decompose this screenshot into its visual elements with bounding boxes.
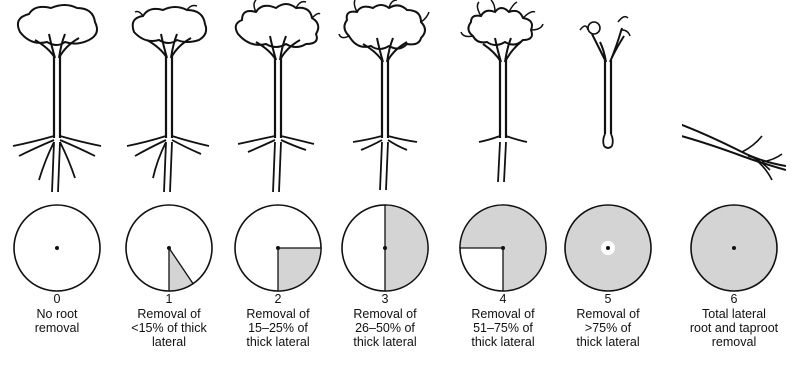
pie-diagram-5 — [563, 203, 653, 293]
stage-number: 4 — [445, 292, 561, 306]
stage-description: Removal of 51–75% of thick lateral — [445, 307, 561, 349]
tree-illustration-0 — [5, 0, 109, 200]
tree-illustration-4 — [451, 0, 555, 200]
stage-description: Removal of >75% of thick lateral — [550, 307, 666, 349]
pie-diagram-1 — [124, 203, 214, 293]
stage-5: 5 Removal of >75% of thick lateral — [556, 0, 660, 368]
stage-number: 2 — [220, 292, 336, 306]
pie-diagram-3 — [340, 203, 430, 293]
tree-illustration-1 — [117, 0, 221, 200]
stage-6: 6 Total lateral root and taproot removal — [682, 0, 786, 368]
pie-diagram-4 — [458, 203, 548, 293]
stage-number: 0 — [0, 292, 115, 306]
stage-0: 0 No root removal — [5, 0, 109, 368]
stage-number: 6 — [676, 292, 792, 306]
stage-description: Total lateral root and taproot removal — [676, 307, 792, 349]
stage-1: 1 Removal of <15% of thick lateral — [117, 0, 221, 368]
tree-illustration-6 — [682, 0, 786, 200]
stage-description: Removal of <15% of thick lateral — [111, 307, 227, 349]
pie-diagram-0 — [12, 203, 102, 293]
stage-number: 1 — [111, 292, 227, 306]
tree-illustration-2 — [226, 0, 330, 200]
stage-description: No root removal — [0, 307, 115, 335]
stage-number: 3 — [327, 292, 443, 306]
stage-4: 4 Removal of 51–75% of thick lateral — [451, 0, 555, 368]
stage-description: Removal of 15–25% of thick lateral — [220, 307, 336, 349]
pie-diagram-2 — [233, 203, 323, 293]
stage-description: Removal of 26–50% of thick lateral — [327, 307, 443, 349]
stage-3: 3 Removal of 26–50% of thick lateral — [333, 0, 437, 368]
stage-number: 5 — [550, 292, 666, 306]
pie-diagram-6 — [689, 203, 779, 293]
tree-illustration-3 — [333, 0, 437, 200]
stage-2: 2 Removal of 15–25% of thick lateral — [226, 0, 330, 368]
tree-illustration-5 — [556, 0, 660, 200]
